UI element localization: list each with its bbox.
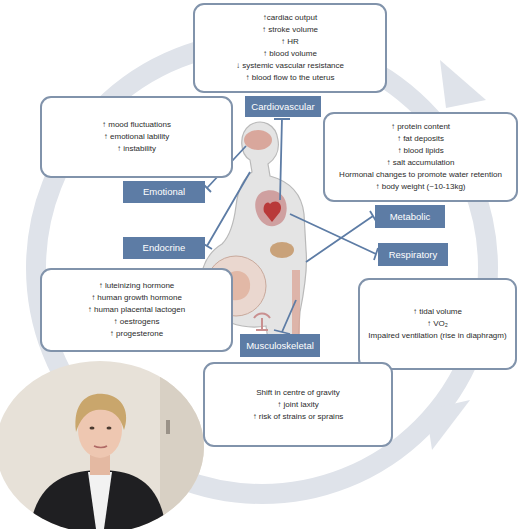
effects-box: ↑cardiac output↑ stroke volume↑ HR↑ bloo… [193,3,387,93]
effect-line: ↑ risk of strains or sprains [253,411,344,423]
system-name: Emotional [143,186,185,198]
system-name: Cardiovascular [251,101,314,113]
lungs [255,190,286,226]
system-label: Endocrine [123,237,205,259]
presenter-shirt [88,472,112,529]
effect-line: ↑ protein content [391,121,450,133]
effect-line: ↑ tidal volume [413,306,462,318]
effect-line: ↑ stroke volume [262,24,318,36]
leader-line [274,300,296,334]
video-wall [0,360,206,529]
presenter-eye [90,426,95,429]
presenter-eye [107,426,112,429]
leader-line [290,214,378,260]
system-label: Cardiovascular [245,96,321,117]
liver [270,242,294,258]
heart [264,202,281,222]
effect-line: ↑ human placental lactogen [88,304,185,316]
effect-line: ↑ oestrogens [114,316,160,328]
effect-line: ↑ joint laxity [277,399,318,411]
effects-box: Shift in centre of gravity↑ joint laxity… [203,362,393,447]
effect-line: ↑cardiac output [263,12,317,24]
leader-line [306,211,376,262]
effect-line: ↑ blood volume [263,48,317,60]
effects-box: ↑ tidal volume↑ VO₂Impaired ventilation … [358,278,517,370]
system-name: Musculoskeletal [246,340,314,352]
effect-line: ↑ blood lipids [397,145,443,157]
effect-line: ↑ salt accumulation [386,157,454,169]
presenter-video [0,360,206,529]
cycle-ring [36,42,488,494]
presenter-jacket [30,470,166,529]
ring-arrowhead [426,400,470,450]
door-handle [166,420,170,434]
ring-arrowhead [440,60,486,108]
effects-box: ↑ luteinizing hormone↑ human growth horm… [40,268,233,352]
effect-line: ↓ systemic vascular resistance [236,60,344,72]
leader-line [202,172,250,249]
uterus-icon [254,314,270,331]
effect-line: ↑ fat deposits [397,133,444,145]
effect-line: ↑ progesterone [110,328,163,340]
effect-line: ↑ luteinizing hormone [99,280,175,292]
video-door [160,360,206,529]
effect-line: Hormonal changes to promote water retent… [339,169,502,181]
system-name: Endocrine [143,242,186,254]
effect-line: ↑ VO₂ [427,318,448,330]
system-label: Musculoskeletal [240,334,320,357]
presenter-hair [75,394,126,432]
system-name: Respiratory [389,249,438,261]
effect-line: ↑ HR [281,36,299,48]
effect-line: ↑ blood flow to the uterus [246,72,335,84]
system-label: Respiratory [378,243,448,266]
effect-line: Impaired ventilation (rise in diaphragm) [368,330,506,342]
effect-line: ↑ body weight (~10-13kg) [375,181,465,193]
effects-box: ↑ protein content↑ fat deposits↑ blood l… [323,112,518,202]
effect-line: ↑ human growth hormone [91,292,182,304]
presenter-mouth [94,446,107,448]
system-label: Emotional [123,181,205,203]
effect-line: Shift in centre of gravity [256,387,340,399]
effects-box: ↑ mood fluctuations↑ emotional lability↑… [40,96,233,178]
effect-line: ↑ emotional lability [104,131,169,143]
effect-line: ↑ instability [117,143,156,155]
effect-line: ↑ mood fluctuations [102,119,171,131]
leader-line [274,118,290,200]
system-name: Metabolic [390,211,431,223]
brain [244,130,272,150]
system-label: Metabolic [375,205,445,228]
